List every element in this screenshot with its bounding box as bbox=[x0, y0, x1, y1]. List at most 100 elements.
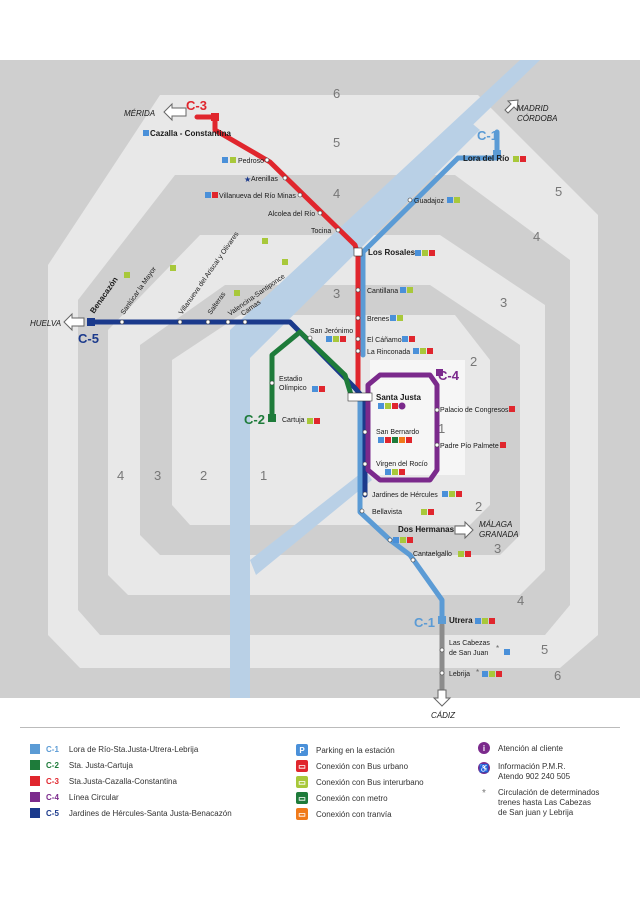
line-id-c4: C-4 bbox=[438, 368, 460, 383]
station-marker-camas bbox=[242, 319, 248, 325]
parking-icon bbox=[143, 130, 149, 136]
legend-customer-service: i Atención al cliente bbox=[478, 742, 563, 754]
station-marker-cazalla bbox=[211, 113, 219, 121]
station-marker-brenes bbox=[355, 315, 361, 321]
swatch-c3 bbox=[30, 776, 40, 786]
station-marker-bellavista bbox=[359, 508, 365, 514]
legend-line-c4: C-4 Línea Circular bbox=[30, 792, 119, 802]
legend-note-line-1: Circulación de determinados bbox=[498, 788, 600, 797]
dest-cordoba: CÓRDOBA bbox=[517, 114, 557, 123]
intercity-bus-icon bbox=[307, 418, 313, 424]
station-pedroso: Pedroso bbox=[238, 158, 264, 165]
intercity-bus-icon bbox=[407, 287, 413, 293]
metro-icon bbox=[392, 437, 398, 443]
station-marker-dos-hermanas bbox=[387, 537, 393, 543]
station-marker-padre-pio bbox=[434, 442, 440, 448]
station-estadio: Estadio bbox=[279, 376, 302, 383]
station-padre-pio: Padre Pío Palmete bbox=[440, 443, 499, 450]
fare-zones bbox=[0, 60, 640, 698]
station-guadajoz: Guadajoz bbox=[414, 198, 444, 205]
station-marker-virgen-rocio bbox=[362, 461, 368, 467]
corridor-lower-branch bbox=[250, 470, 372, 575]
station-lora: Lora del Río bbox=[463, 154, 509, 163]
station-marker-estadio bbox=[269, 380, 275, 386]
line-identifiers: C-3 C-1 C-5 C-4 C-2 C-1 bbox=[78, 98, 498, 630]
legend-pmr-text: Información P.M.R. Atendo 902 240 505 bbox=[498, 762, 570, 782]
urban-bus-icon bbox=[427, 348, 433, 354]
urban-bus-icon bbox=[314, 418, 320, 424]
arrow-cadiz bbox=[432, 689, 452, 707]
dest-merida: MÉRIDA bbox=[124, 109, 155, 118]
station-dos-hermanas: Dos Hermanas bbox=[398, 525, 455, 534]
station-marker-san-jeronimo bbox=[307, 335, 313, 341]
intercity-bus-icon bbox=[262, 238, 268, 244]
station-los-rosales: Los Rosales bbox=[368, 248, 416, 257]
arrow-malaga bbox=[454, 520, 474, 540]
zone-labels: 6 5 4 3 5 4 3 2 1 2 3 4 5 6 4 3 2 1 bbox=[117, 86, 562, 683]
swatch-c1 bbox=[30, 744, 40, 754]
parking-icon bbox=[475, 618, 481, 624]
intercity-bus-icon bbox=[230, 157, 236, 163]
legend: C-1 Lora de Río-Sta.Justa-Utrera-Lebrija… bbox=[0, 730, 640, 850]
tram-icon bbox=[399, 437, 405, 443]
line-id-c2: C-2 bbox=[244, 412, 265, 427]
intercity-bus-icon bbox=[449, 491, 455, 497]
legend-customer-label: Atención al cliente bbox=[498, 743, 563, 753]
parking-icon bbox=[385, 469, 391, 475]
arrow-madrid bbox=[504, 99, 519, 114]
intercity-bus-icon bbox=[333, 336, 339, 342]
legend-service-label: Conexión con tranvía bbox=[316, 809, 392, 819]
station-marker-cantillana bbox=[355, 287, 361, 293]
urban-bus-icon bbox=[520, 156, 526, 162]
intercity-bus-icon bbox=[422, 250, 428, 256]
destination-labels: MÉRIDA MADRID CÓRDOBA HUELVA MÁLAGA GRAN… bbox=[30, 104, 557, 720]
star-icon: * bbox=[476, 668, 479, 677]
urban-bus-icon bbox=[429, 250, 435, 256]
station-marker-utrera bbox=[438, 616, 446, 624]
line-id-c1-south: C-1 bbox=[414, 615, 435, 630]
line-id-c5: C-5 bbox=[78, 331, 99, 346]
urban-bus-icon bbox=[409, 336, 415, 342]
c4-terminal bbox=[436, 369, 443, 376]
legend-line-label: Lora de Río-Sta.Justa-Utrera-Lebrija bbox=[68, 744, 199, 754]
dest-cadiz: CÁDIZ bbox=[431, 711, 456, 720]
zone-1-core bbox=[370, 360, 465, 475]
rail-corridor bbox=[230, 60, 540, 698]
station-marker-pedroso bbox=[264, 157, 270, 163]
line-id-c3: C-3 bbox=[186, 98, 207, 113]
zone-label-6: 6 bbox=[333, 86, 340, 101]
intercity-bus-icon bbox=[489, 671, 495, 677]
urban-bus-icon bbox=[489, 618, 495, 624]
station-markers bbox=[87, 113, 501, 676]
urban-bus-icon bbox=[406, 437, 412, 443]
legend-line-label: Sta.Justa-Cazalla-Constantina bbox=[68, 776, 177, 786]
station-santa-justa: Santa Justa bbox=[376, 393, 421, 402]
parking-icon bbox=[415, 250, 421, 256]
zone-label-4: 4 bbox=[333, 186, 340, 201]
parking-icon bbox=[447, 197, 453, 203]
station-marker-cantaelgallo bbox=[410, 557, 416, 563]
legend-line-label: Jardines de Hércules-Santa Justa-Benacaz… bbox=[68, 808, 232, 818]
arrow-merida bbox=[163, 102, 187, 122]
urban-bus-icon bbox=[428, 509, 434, 515]
legend-service-parking: P Parking en la estación bbox=[296, 744, 395, 756]
intercity-bus-icon bbox=[234, 290, 240, 296]
zone-label-3: 3 bbox=[333, 286, 340, 301]
urban-bus-icon bbox=[509, 406, 515, 412]
zone-label-5-right: 5 bbox=[555, 184, 562, 199]
station-cantaelgallo: Cantaelgallo bbox=[413, 551, 452, 558]
zone-label-3-right: 3 bbox=[500, 295, 507, 310]
intercity-bus-icon bbox=[400, 537, 406, 543]
zone-label-4-right: 4 bbox=[533, 229, 540, 244]
parking-icon bbox=[482, 671, 488, 677]
urban-bus-icon bbox=[407, 537, 413, 543]
tram-icon: ▭ bbox=[296, 808, 308, 820]
legend-service-label: Conexión con Bus interurbano bbox=[316, 777, 424, 787]
parking-icon bbox=[326, 336, 332, 342]
legend-line-id: C-5 bbox=[46, 808, 59, 818]
legend-line-label: Línea Circular bbox=[68, 792, 119, 802]
zone-label-4-lower: 4 bbox=[517, 593, 524, 608]
zone-label-5-lower: 5 bbox=[541, 642, 548, 657]
station-jardines: Jardines de Hércules bbox=[372, 492, 438, 499]
